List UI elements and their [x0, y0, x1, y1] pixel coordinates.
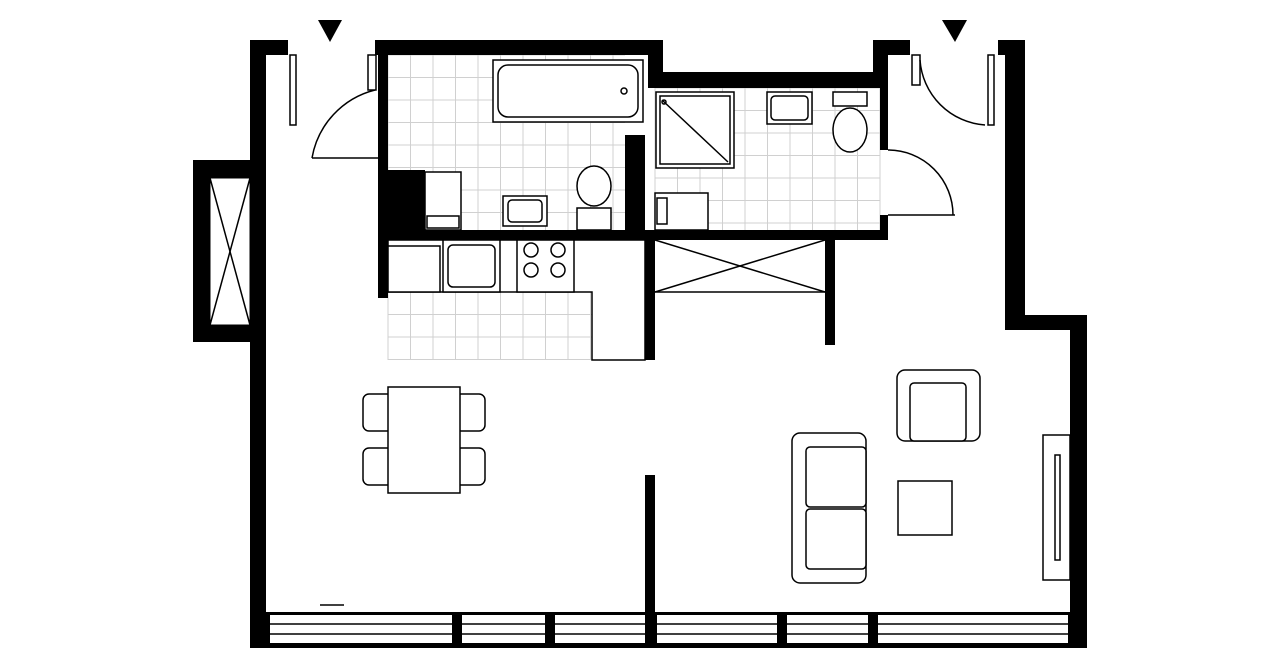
washing-machine [424, 171, 462, 231]
boiler [654, 192, 709, 231]
shower-room-sink [766, 91, 813, 125]
entry-door-right[interactable] [911, 54, 995, 126]
stove [516, 239, 575, 293]
interior-walls [378, 40, 888, 612]
entry-arrow-right [942, 20, 967, 42]
kitchen-sink [442, 239, 501, 293]
coffee-table [897, 480, 953, 536]
dining-table [362, 386, 486, 494]
tv-unit [1042, 434, 1071, 581]
window-wall [250, 612, 1087, 648]
shower-room-toilet [832, 91, 868, 153]
bathtub [492, 59, 644, 123]
bathroom-sink [502, 195, 548, 227]
entry-door-left[interactable] [289, 54, 383, 159]
toilet [576, 165, 612, 231]
shower-room-door[interactable] [887, 149, 955, 216]
shower [655, 91, 735, 169]
armchair [896, 369, 981, 442]
entry-arrow-left [318, 20, 342, 42]
sofa [791, 432, 867, 584]
bay-window [193, 160, 266, 342]
